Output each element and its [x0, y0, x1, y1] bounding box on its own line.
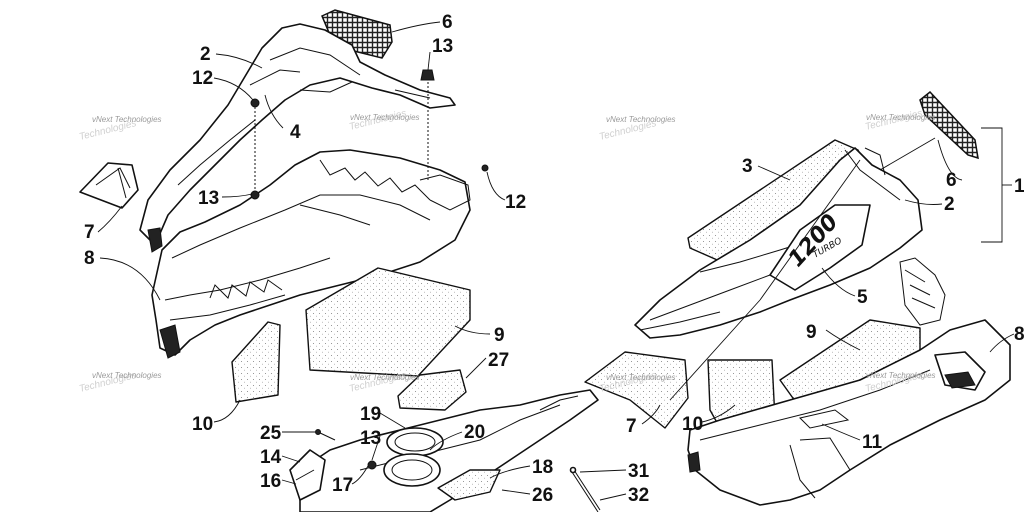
callout-9: 9 [494, 325, 505, 346]
part-7-windshield-right [584, 351, 689, 429]
callout-7: 7 [626, 416, 637, 437]
callout-8: 8 [1014, 324, 1024, 345]
callout-10: 10 [682, 414, 703, 435]
callout-27: 27 [488, 350, 509, 371]
callout-6: 6 [946, 170, 957, 191]
watermark-text: vNext Technologies [350, 113, 420, 122]
lower-console [289, 389, 599, 513]
part-8-shroud-left [151, 149, 471, 359]
callout-13: 13 [432, 36, 453, 57]
callout-9: 9 [806, 322, 817, 343]
leader-lines [97, 21, 1015, 501]
part-2-hood-right: 1200 TURBO [634, 147, 923, 339]
part-9-foam-pad-left [305, 267, 471, 377]
callout-5: 5 [857, 287, 868, 308]
callout-20: 20 [464, 422, 485, 443]
callout-14: 14 [260, 447, 282, 468]
callout-10: 10 [192, 414, 213, 435]
part-31-32-stud [569, 466, 601, 513]
callout-12: 12 [505, 192, 526, 213]
callout-labels: 6 13 2 12 4 13 12 7 8 9 27 10 19 13 20 2… [84, 12, 1024, 506]
watermark-text: vNext Technologies [866, 113, 936, 122]
callout-17: 17 [332, 475, 353, 496]
callout-4: 4 [290, 122, 301, 143]
part-6-vent-screen-right [919, 90, 979, 160]
part-27-pad [397, 369, 467, 411]
callout-3: 3 [742, 156, 753, 177]
watermark-text: vNext Technologies [350, 373, 420, 382]
callout-25: 25 [260, 423, 282, 444]
fasteners-left [250, 69, 489, 200]
watermark-text: vNext Technologies [866, 371, 936, 380]
callout-7: 7 [84, 222, 95, 243]
callout-13: 13 [198, 188, 219, 209]
part-2-hood-top [139, 23, 456, 253]
callout-12: 12 [192, 68, 213, 89]
callout-8: 8 [84, 248, 95, 269]
assembly-1-bracket [981, 127, 1012, 243]
callout-13: 13 [360, 428, 381, 449]
callout-31: 31 [628, 461, 650, 482]
callout-26: 26 [532, 485, 553, 506]
callout-1: 1 [1014, 176, 1024, 197]
part-10-foam-left [231, 321, 281, 403]
watermark-text: vNext Technologies [606, 373, 676, 382]
callout-11: 11 [862, 432, 883, 453]
callout-16: 16 [260, 471, 281, 492]
callout-2: 2 [944, 194, 955, 215]
callout-32: 32 [628, 485, 649, 506]
part-7-windshield-left [79, 162, 139, 209]
callout-18: 18 [532, 457, 553, 478]
watermark-text: vNext Technologies [92, 371, 162, 380]
watermark-text: vNext Technologies [92, 115, 162, 124]
part-8-shroud-right [687, 257, 1011, 506]
callout-2: 2 [200, 44, 211, 65]
callout-6: 6 [442, 12, 453, 33]
watermark-text: vNext Technologies [606, 115, 676, 124]
callout-19: 19 [360, 404, 381, 425]
